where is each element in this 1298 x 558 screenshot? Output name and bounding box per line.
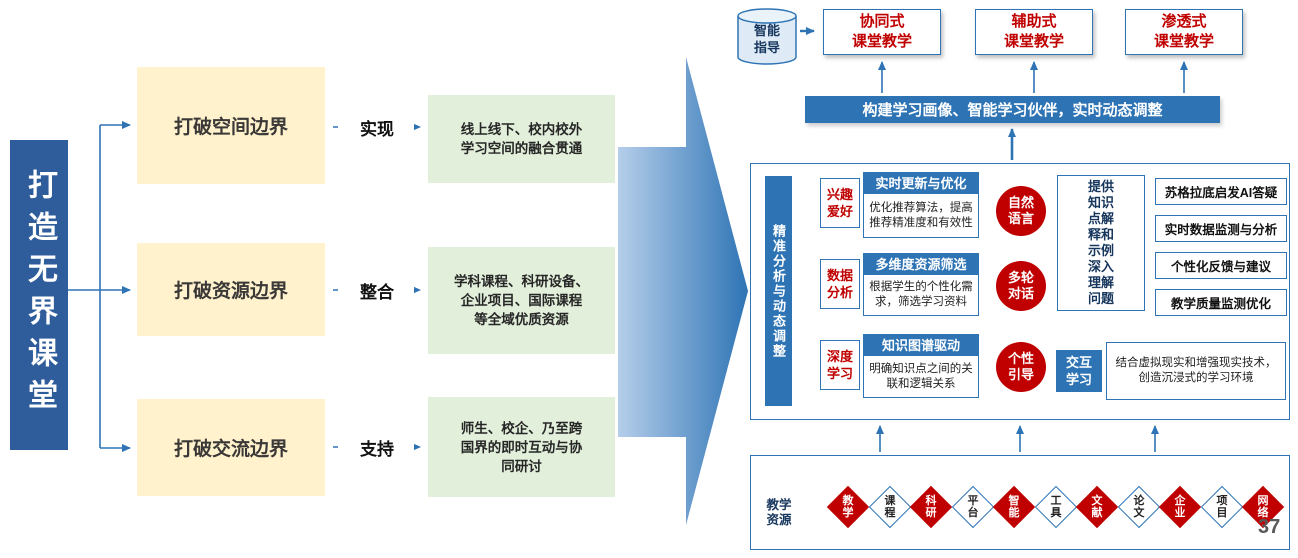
resource-item-label: 课 程: [884, 495, 896, 519]
resource-item-intelligence: 智 能: [992, 485, 1036, 529]
analysis-sidebar-text: 精准分析与动态调整: [771, 223, 786, 359]
result-box-communication: 师生、校企、乃至跨 国界的即时互动与协 同研讨: [428, 397, 615, 497]
resource-item-research: 科 研: [909, 485, 953, 529]
action-label-integrate: 整合: [340, 277, 414, 303]
learning-profile-banner: 构建学习画像、智能学习伙伴，实时动态调整: [805, 96, 1220, 123]
boundary-box-communication: 打破交流边界: [137, 399, 325, 496]
resource-item-enterprise: 企 业: [1158, 485, 1202, 529]
resource-item-label: 项 目: [1216, 495, 1228, 519]
resource-item-label: 教 学: [842, 495, 854, 519]
output-box-socratic-ai: 苏格拉底启发AI答疑: [1155, 178, 1287, 205]
resource-item-label: 智 能: [1008, 495, 1020, 519]
branch-desc-filter: 根据学生的个性化需求，筛选学习资料: [863, 274, 979, 316]
resource-item-label: 企 业: [1174, 495, 1186, 519]
resource-item-project: 项 目: [1200, 485, 1244, 529]
main-title-box: 打造无界课堂: [10, 140, 68, 450]
node-personal-guidance: 个性 引导: [996, 342, 1046, 392]
analysis-sidebar: 精准分析与动态调整: [765, 176, 792, 406]
resource-item-network: 网 络: [1241, 485, 1285, 529]
resource-item-thesis: 论 文: [1117, 485, 1161, 529]
mode-box-assisted: 辅助式 课堂教学: [975, 9, 1093, 55]
resource-item-literature: 文 献: [1075, 485, 1119, 529]
resource-item-label: 论 文: [1133, 495, 1145, 519]
big-transition-arrow: [618, 57, 748, 525]
mode-box-collaborative: 协同式 课堂教学: [823, 9, 941, 55]
action-label-support: 支持: [340, 434, 414, 460]
resource-item-course: 课 程: [868, 485, 912, 529]
result-box-resource: 学科课程、科研设备、 企业项目、国际课程 等全域优质资源: [428, 247, 615, 354]
tag-box-deep-learning: 深度 学习: [820, 340, 860, 390]
resource-db-label: 教学 资源: [766, 497, 792, 528]
provide-explanation-text: 提供知识点解释和示例深入理解问题: [1087, 179, 1114, 306]
main-title-text: 打造无界课堂: [23, 169, 56, 421]
boundary-box-space: 打破空间边界: [137, 67, 325, 184]
branch-desc-update: 优化推荐算法，提高推荐精准度和有效性: [863, 193, 979, 238]
branch-title-filter: 多维度资源筛选: [863, 253, 979, 274]
resource-item-label: 科 研: [925, 495, 937, 519]
resource-item-teaching: 教 学: [826, 485, 870, 529]
action-label-realize: 实现: [340, 114, 414, 140]
resource-item-label: 网 络: [1257, 495, 1269, 519]
interactive-learning-desc: 结合虚拟现实和增强现实技术，创造沉浸式的学习环境: [1106, 342, 1286, 400]
resource-item-tool: 工 具: [1034, 485, 1078, 529]
resource-item-label: 工 具: [1050, 495, 1062, 519]
branch-title-knowledge-graph: 知识图谱驱动: [863, 334, 979, 355]
node-multi-turn-dialog: 多轮 对话: [996, 261, 1046, 311]
tag-box-data-analysis: 数据 分析: [820, 259, 860, 309]
mode-box-permeated: 渗透式 课堂教学: [1125, 9, 1243, 55]
guidance-db-label: 智能 指导: [753, 23, 780, 55]
page-number: 37: [1258, 516, 1281, 538]
output-box-quality-monitoring: 教学质量监测优化: [1155, 289, 1287, 316]
provide-explanation-box: 提供知识点解释和示例深入理解问题: [1057, 175, 1145, 311]
boundary-box-resource: 打破资源边界: [137, 243, 325, 336]
branch-desc-knowledge-graph: 明确知识点之间的关联和逻辑关系: [863, 355, 979, 398]
output-box-personal-feedback: 个性化反馈与建议: [1155, 252, 1287, 279]
bottom-up-arrows: [876, 425, 1159, 452]
resource-item-label: 文 献: [1091, 495, 1103, 519]
resource-item-platform: 平 台: [951, 485, 995, 529]
tag-box-interests: 兴趣 爱好: [820, 178, 860, 228]
output-box-data-monitoring: 实时数据监测与分析: [1155, 215, 1287, 242]
interactive-learning-tag: 交互 学习: [1056, 350, 1102, 392]
left-bracket-lines: [68, 121, 131, 452]
branch-title-update: 实时更新与优化: [863, 172, 979, 193]
result-box-space: 线上线下、校内校外 学习空间的融合贯通: [428, 95, 615, 183]
node-natural-language: 自然 语言: [996, 186, 1046, 236]
resource-item-label: 平 台: [967, 495, 979, 519]
